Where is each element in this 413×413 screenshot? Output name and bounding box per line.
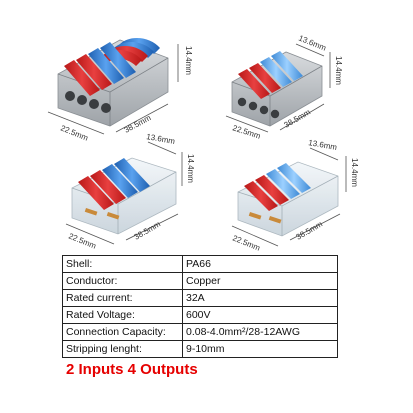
spec-value: 9-10mm [182,340,338,358]
product-caption: 2 Inputs 4 Outputs [66,361,198,378]
dim-height-4: 14.4mm [350,158,359,187]
dim-width-2: 22.5mm [231,123,262,141]
connector-clear-red-lightblue [237,161,339,237]
spec-value: 600V [182,306,338,324]
connector-clear-red-blue [71,157,177,235]
connector-grey-red-lightblue [231,51,323,127]
table-row: Conductor:Copper [62,272,338,290]
dimension-lines-2 [225,43,331,133]
dim-height-1: 14.4mm [184,46,193,75]
levers [238,51,303,99]
dim-width-4: 22.5mm [231,234,261,253]
spec-label: Rated Voltage: [62,306,183,324]
spec-value: 0.08-4.0mm²/28-12AWG [182,323,338,341]
connector-grey-red-blue [57,37,169,127]
levers [244,163,311,211]
spec-value: Copper [182,272,338,290]
copper-contacts [84,208,120,220]
table-row: Connection Capacity:0.08-4.0mm²/28-12AWG [62,323,338,341]
table-row: Stripping lenght:9-10mm [62,340,338,358]
dim-width-3: 22.5mm [67,232,97,251]
spec-label: Connection Capacity: [62,323,183,341]
table-row: Rated Voltage:600V [62,306,338,324]
levers [78,158,150,210]
dimension-lines-1 [47,44,179,135]
spec-table: Shell:PA66 Conductor:Copper Rated curren… [62,255,338,358]
spec-label: Stripping lenght: [62,340,183,358]
front-levers [64,42,136,96]
dim-depth-2: 13.6mm [297,34,327,53]
wire-holes [237,97,280,119]
table-row: Shell:PA66 [62,255,338,273]
dimension-lines-4 [231,147,347,247]
copper-contacts [248,212,282,224]
spec-value: PA66 [182,255,338,273]
spec-label: Shell: [62,255,183,273]
dim-depth-4: 13.6mm [308,138,338,152]
table-row: Rated current:32A [62,289,338,307]
spec-label: Rated current: [62,289,183,307]
wire-holes [65,91,111,113]
spec-value: 32A [182,289,338,307]
dim-height-3: 14.4mm [186,154,195,183]
dim-height-2: 14.4mm [334,56,343,85]
dimension-lines-3 [65,141,183,245]
dim-depth-3: 13.6mm [146,132,176,146]
spec-label: Conductor: [62,272,183,290]
